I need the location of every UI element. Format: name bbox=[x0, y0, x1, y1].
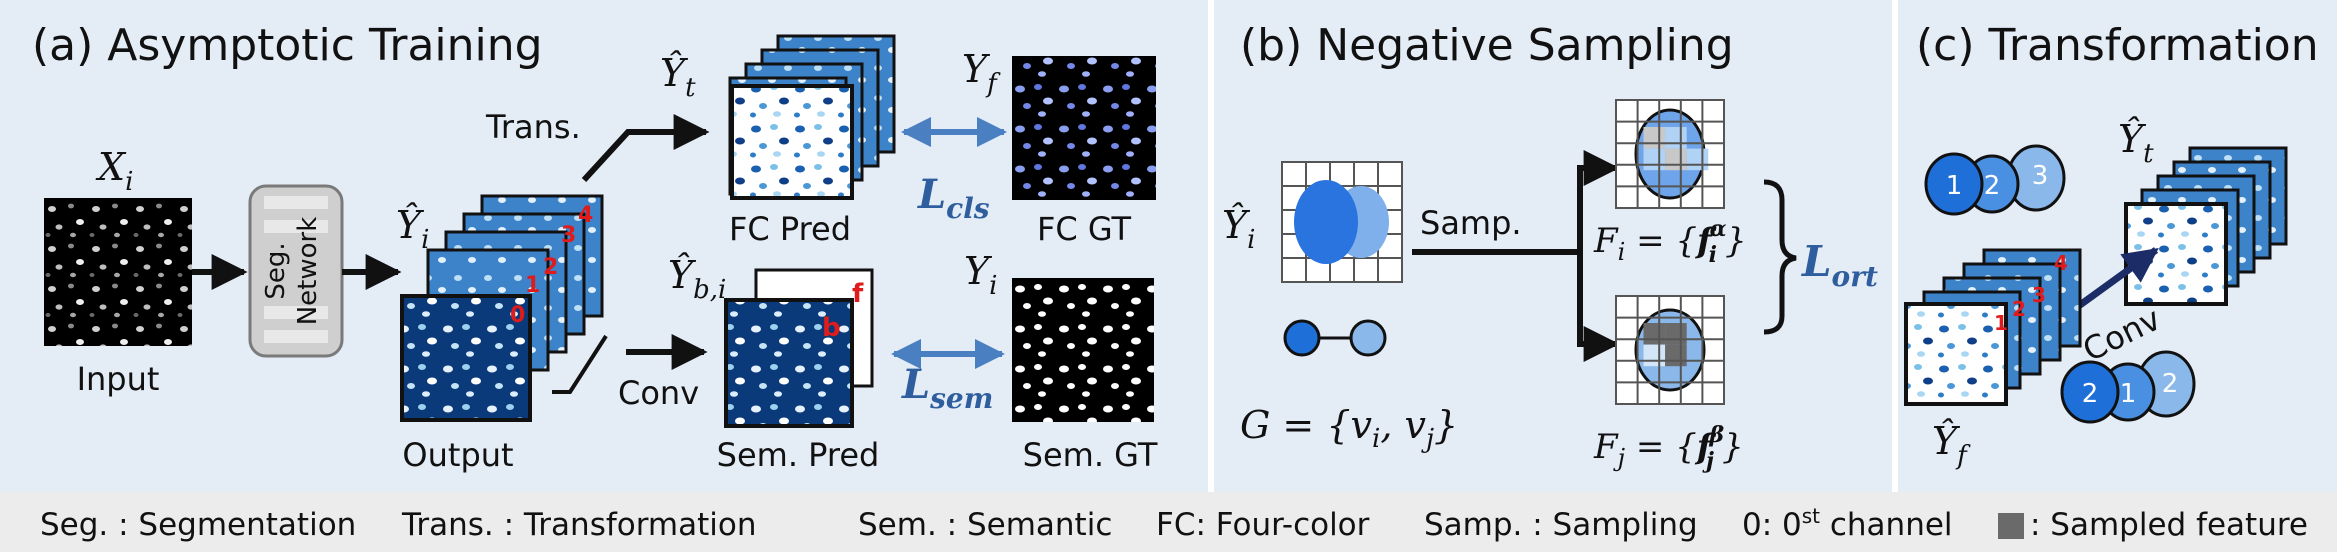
legend-trans: Trans. : Transformation bbox=[401, 507, 757, 543]
panel-b-title: (b) Negative Sampling bbox=[1240, 20, 1734, 71]
panel-c-channel-4: 4 bbox=[2054, 251, 2068, 275]
legend-fc: FC: Four-color bbox=[1156, 507, 1370, 543]
sem-pred-label: Sem. Pred bbox=[717, 436, 880, 474]
l-ort-label: Lort bbox=[1801, 237, 1878, 293]
trans-arrow bbox=[581, 114, 710, 183]
positive-sample-grid bbox=[1615, 99, 1725, 209]
panel-c-yt-symbol: Ŷt bbox=[2118, 117, 2154, 169]
graph-nodes bbox=[1283, 319, 1387, 357]
panel-c-yf-stack bbox=[1904, 248, 2082, 406]
legend-channel: 0: 0st channel bbox=[1742, 504, 1953, 543]
panel-b-input-symbol: Ŷi bbox=[1222, 203, 1255, 255]
output-channel-1: 1 bbox=[525, 273, 540, 298]
legend-sampled: : Sampled feature bbox=[2030, 507, 2308, 543]
fc-pred-symbol: Ŷt bbox=[660, 51, 696, 103]
network-label-line2: Network bbox=[293, 217, 323, 326]
orthogonal-brace bbox=[1763, 179, 1797, 335]
sem-gt-symbol: Yi bbox=[964, 249, 997, 301]
fc-gt-label: FC GT bbox=[1037, 210, 1132, 248]
sem-gt-label: Sem. GT bbox=[1023, 436, 1158, 474]
output-channel-0: 0 bbox=[510, 303, 525, 328]
output-channel-3: 3 bbox=[561, 223, 576, 248]
fc-pred-label: FC Pred bbox=[729, 210, 851, 248]
node-cluster-top bbox=[1924, 144, 2066, 216]
cluster-bottom-node-c: 2 bbox=[2162, 369, 2179, 399]
sem-pred-stack bbox=[724, 268, 874, 428]
sem-pred-letter-f: f bbox=[852, 279, 864, 309]
output-channel-stack bbox=[400, 194, 604, 422]
input-image bbox=[44, 198, 192, 346]
cluster-bottom-node-b: 1 bbox=[2120, 379, 2137, 409]
legend-seg: Seg. : Segmentation bbox=[40, 507, 356, 543]
feature-grid bbox=[1281, 161, 1403, 283]
node-cluster-bottom bbox=[2060, 350, 2196, 424]
input-label: Input bbox=[77, 360, 160, 398]
conv-label: Conv bbox=[618, 374, 699, 412]
segmentation-network-block: Seg. Network bbox=[248, 184, 344, 358]
trans-label: Trans. bbox=[485, 108, 581, 146]
panel-c-yt-stack bbox=[2124, 146, 2288, 306]
graph-equation: G = {vi, vj} bbox=[1240, 403, 1458, 454]
fc-pred-stack bbox=[728, 34, 896, 200]
cluster-bottom-node-a: 2 bbox=[2082, 379, 2099, 409]
legend-sem: Sem. : Semantic bbox=[858, 507, 1112, 543]
panel-c-channel-2: 2 bbox=[2012, 297, 2026, 321]
panel-c-channel-1: 1 bbox=[1994, 311, 2008, 335]
input-symbol: Xi bbox=[95, 145, 133, 197]
l-cls-label: Lcls bbox=[917, 171, 990, 225]
output-label: Output bbox=[402, 436, 513, 474]
sem-pred-letter-b: b bbox=[822, 313, 841, 343]
cluster-top-node-2: 2 bbox=[1984, 171, 2001, 201]
negative-sample-grid bbox=[1615, 295, 1725, 405]
output-channel-2: 2 bbox=[543, 255, 558, 280]
cluster-top-node-3: 3 bbox=[2032, 161, 2049, 191]
network-label-line1: Seg. bbox=[261, 242, 291, 299]
cluster-top-node-1: 1 bbox=[1946, 171, 1963, 201]
panel-a-title: (a) Asymptotic Training bbox=[32, 20, 543, 71]
legend-samp: Samp. : Sampling bbox=[1424, 507, 1698, 543]
panel-c-channel-3: 3 bbox=[2032, 283, 2046, 307]
sampling-label: Samp. bbox=[1420, 204, 1522, 242]
legend-sampled-swatch bbox=[1998, 513, 2024, 539]
sem-pred-symbol: Ŷb,i bbox=[668, 253, 726, 305]
output-channel-4: 4 bbox=[578, 203, 593, 228]
output-symbol: Ŷi bbox=[396, 203, 429, 255]
panel-a-background bbox=[0, 0, 1208, 492]
fc-gt-image bbox=[1012, 56, 1156, 200]
legend-background bbox=[0, 492, 2337, 552]
conv-bracket bbox=[552, 334, 608, 394]
sem-gt-image bbox=[1012, 278, 1154, 422]
l-sem-label: Lsem bbox=[901, 361, 993, 415]
panel-c-title: (c) Transformation bbox=[1916, 20, 2319, 71]
